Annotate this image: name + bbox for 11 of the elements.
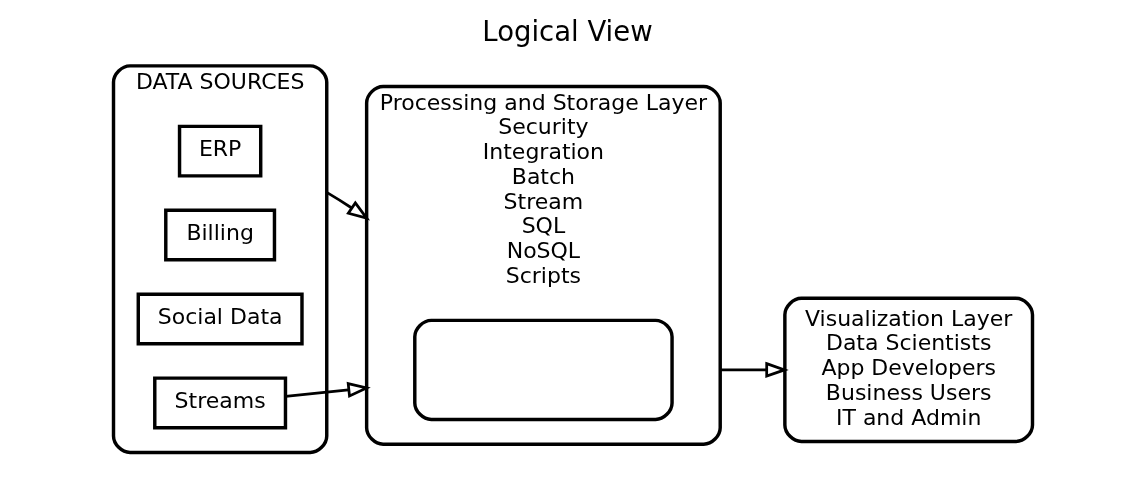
arrow bbox=[285, 381, 371, 399]
node-box: Social Data bbox=[136, 292, 304, 346]
node-box: Billing bbox=[164, 208, 277, 262]
arrow bbox=[326, 191, 371, 221]
cluster: Processing and Storage Layer Security Integration Batch Stream SQL NoSQL Scripts bbox=[364, 84, 722, 446]
diagram-title: Logical View bbox=[482, 15, 653, 48]
node-box: Visualization Layer Data Scientists App Developers Business Users IT and Admin bbox=[783, 296, 1035, 444]
node-box: Streams bbox=[153, 376, 288, 430]
node-box bbox=[413, 318, 674, 422]
node-box: ERP bbox=[177, 124, 263, 178]
arrow bbox=[720, 361, 789, 379]
